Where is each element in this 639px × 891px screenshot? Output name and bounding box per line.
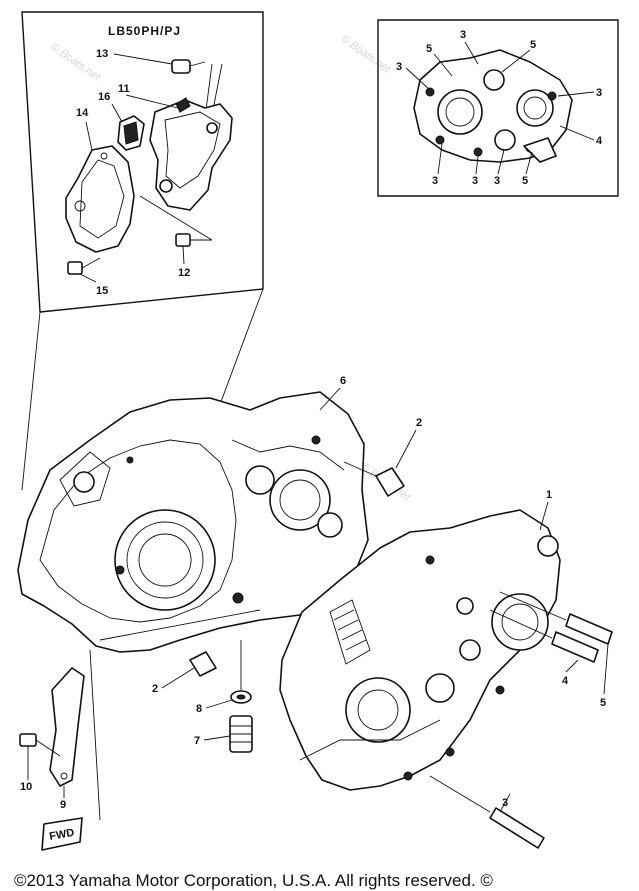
- part-9-plate: [49, 667, 85, 787]
- part-4-bolt: [489, 609, 599, 663]
- copyright-notice: ©2013 Yamaha Motor Corporation, U.S.A. A…: [14, 871, 493, 890]
- fwd-label: FWD: [48, 827, 75, 843]
- watermark-1: © Boats.net: [48, 41, 103, 84]
- inset-connector-1: [21, 311, 41, 491]
- callout-12: 12: [178, 267, 190, 279]
- part-2-dowel-upper: [343, 461, 405, 497]
- callout-r-4: 4: [596, 135, 603, 147]
- callout-5: 5: [600, 697, 606, 709]
- callout-14: 14: [76, 107, 89, 119]
- part-16-block: [117, 115, 145, 151]
- callout-r-3e: 3: [472, 175, 478, 187]
- inset-right-crankcase: [413, 49, 573, 163]
- part-6-left-crankcase: [17, 391, 369, 653]
- inset-lb50-title: LB50PH/PJ: [108, 24, 181, 38]
- inset-right-box: 3 5 3 5 3 4 3 3 3 5: [377, 19, 619, 197]
- part-8-washer: [230, 690, 252, 704]
- callout-r-5c: 5: [522, 175, 528, 187]
- callout-r-5b: 5: [530, 39, 536, 51]
- callout-r-3c: 3: [596, 87, 602, 99]
- part-11-bracket: [149, 97, 233, 211]
- inset-right-frame: [377, 19, 619, 197]
- callout-10: 10: [20, 781, 32, 793]
- fwd-indicator: FWD: [41, 817, 83, 851]
- callout-7: 7: [194, 735, 200, 747]
- watermark-2: © Boats.net: [338, 33, 393, 76]
- callout-r-3a: 3: [396, 61, 402, 73]
- callout-9: 9: [60, 799, 66, 811]
- part-2-dowel-lower: [189, 651, 217, 677]
- callout-6: 6: [340, 375, 346, 387]
- callout-13: 13: [96, 48, 108, 60]
- part-14-cover: [65, 145, 135, 253]
- part-7-drain-plug: [229, 715, 253, 753]
- callout-r-3f: 3: [494, 175, 500, 187]
- callout-11: 11: [118, 83, 130, 95]
- callout-r-5a: 5: [426, 43, 432, 55]
- part-12-screw: [175, 233, 212, 247]
- callout-r-3d: 3: [432, 175, 438, 187]
- callout-4: 4: [562, 675, 569, 687]
- callout-16: 16: [98, 91, 110, 103]
- callout-2-lower: 2: [152, 683, 158, 695]
- callout-1: 1: [546, 489, 552, 501]
- part-13-bolt: [171, 59, 206, 74]
- part-1-right-crankcase: [279, 509, 561, 791]
- part-3-bolt: [429, 775, 545, 849]
- callout-r-3b: 3: [460, 29, 466, 41]
- part-15-screw: [67, 257, 101, 275]
- callout-8: 8: [196, 703, 202, 715]
- callout-15: 15: [96, 285, 108, 297]
- callout-2-upper: 2: [416, 417, 422, 429]
